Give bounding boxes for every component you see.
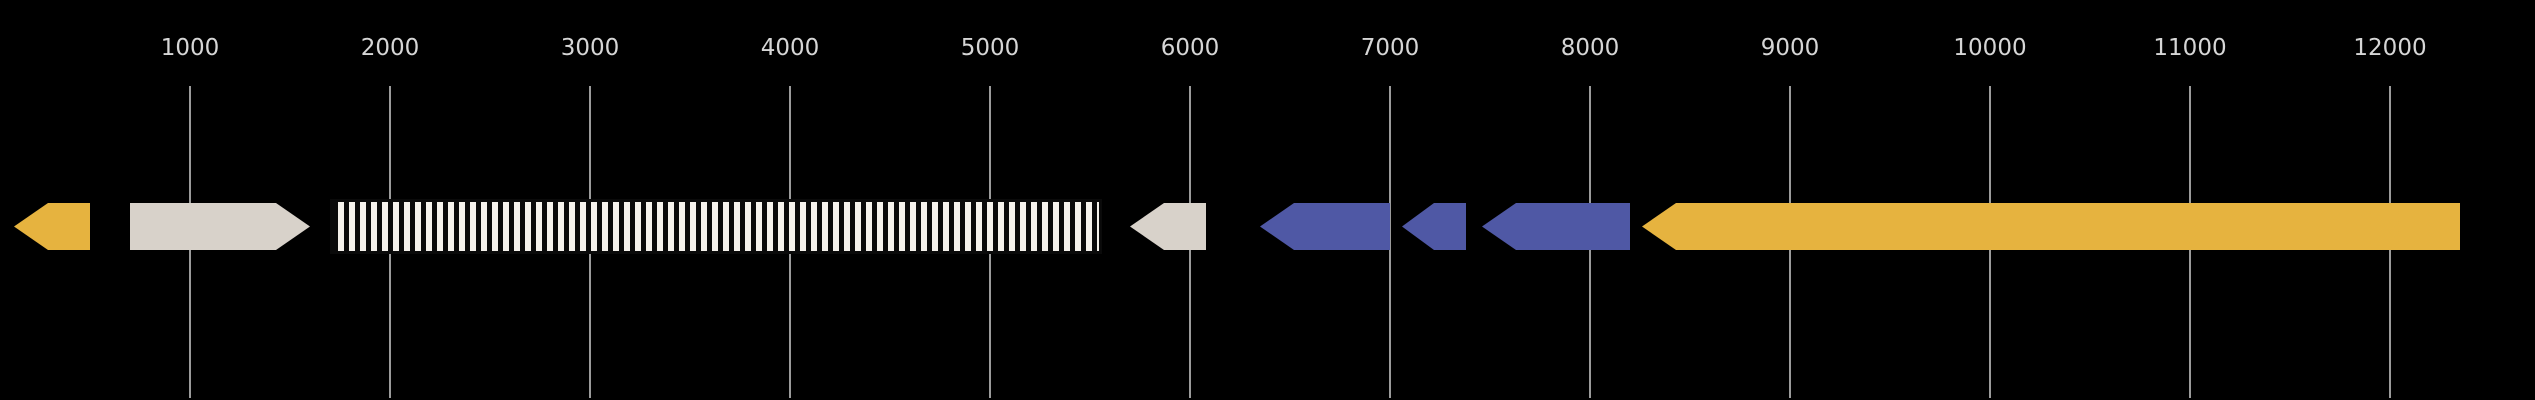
gene-arrow-reverse	[1260, 203, 1390, 250]
gene-arrow-reverse	[1402, 203, 1466, 250]
axis-tick-label: 1000	[160, 35, 220, 61]
axis-tick-label: 3000	[560, 35, 620, 61]
axis-tick-label: 10000	[1953, 35, 2027, 61]
axis-gridline	[1389, 86, 1391, 398]
hatched-region	[330, 199, 1102, 254]
gene-arrow-reverse	[14, 203, 90, 250]
gene-arrow-reverse	[1482, 203, 1630, 250]
axis-tick-label: 7000	[1360, 35, 1420, 61]
axis-tick-label: 8000	[1560, 35, 1620, 61]
gene-arrow-reverse	[1642, 203, 2460, 250]
gene-arrow-forward	[130, 203, 310, 250]
axis-tick-label: 5000	[960, 35, 1020, 61]
axis-tick-label: 6000	[1160, 35, 1220, 61]
axis-tick-label: 12000	[2353, 35, 2427, 61]
axis-tick-label: 9000	[1760, 35, 1820, 61]
axis-tick-label: 4000	[760, 35, 820, 61]
axis-tick-label: 2000	[360, 35, 420, 61]
gene-arrow-reverse	[1130, 203, 1206, 250]
axis-tick-label: 11000	[2153, 35, 2227, 61]
